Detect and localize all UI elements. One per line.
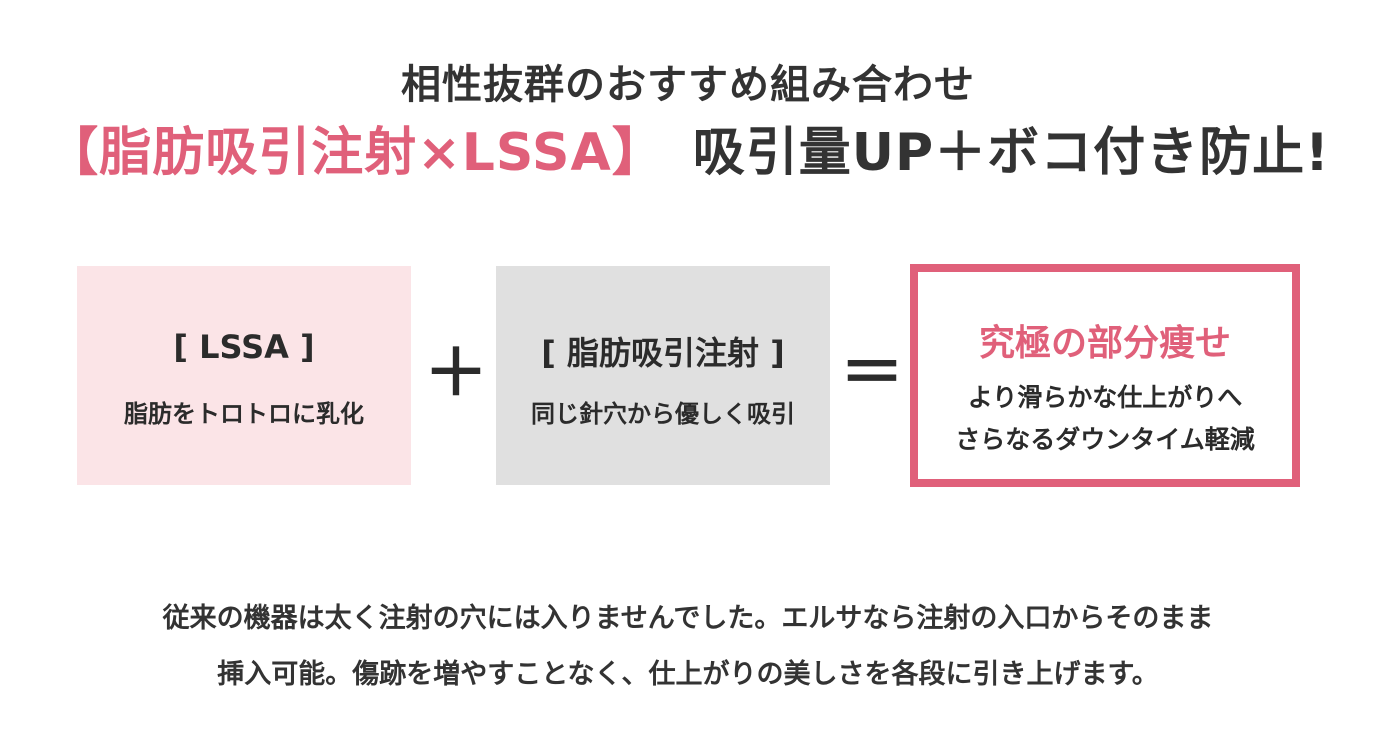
injection-box: [ 脂肪吸引注射 ] 同じ針穴から優しく吸引 [496, 266, 830, 485]
result-line-1: より滑らかな仕上がりへ [967, 383, 1243, 412]
subtitle: 相性抜群のおすすめ組み合わせ [401, 62, 975, 108]
equals-icon: ＝ [840, 337, 904, 411]
plus-icon: ＋ [424, 337, 488, 411]
result-box: 究極の部分痩せ より滑らかな仕上がりへ さらなるダウンタイム軽減 [910, 264, 1300, 487]
result-line-2: さらなるダウンタイム軽減 [955, 425, 1255, 454]
headline-rest: 吸引量UP＋ボコ付き防止! [692, 123, 1330, 183]
headline-accent: 【脂肪吸引注射×LSSA】 [46, 123, 665, 183]
lssa-title: [ LSSA ] [173, 328, 315, 366]
injection-title: [ 脂肪吸引注射 ] [541, 334, 785, 372]
result-title: 究極の部分痩せ [978, 323, 1231, 364]
body-text-line-1: 従来の機器は太く注射の穴には入りませんでした。エルサなら注射の入口からそのまま [162, 603, 1214, 634]
headline: 【脂肪吸引注射×LSSA】吸引量UP＋ボコ付き防止! [0, 110, 1376, 185]
injection-desc: 同じ針穴から優しく吸引 [531, 400, 795, 428]
lssa-box: [ LSSA ] 脂肪をトロトロに乳化 [77, 266, 411, 485]
body-text-line-2: 挿入可能。傷跡を増やすことなく、仕上がりの美しさを各段に引き上げます。 [217, 659, 1159, 690]
lssa-desc: 脂肪をトロトロに乳化 [124, 400, 364, 428]
